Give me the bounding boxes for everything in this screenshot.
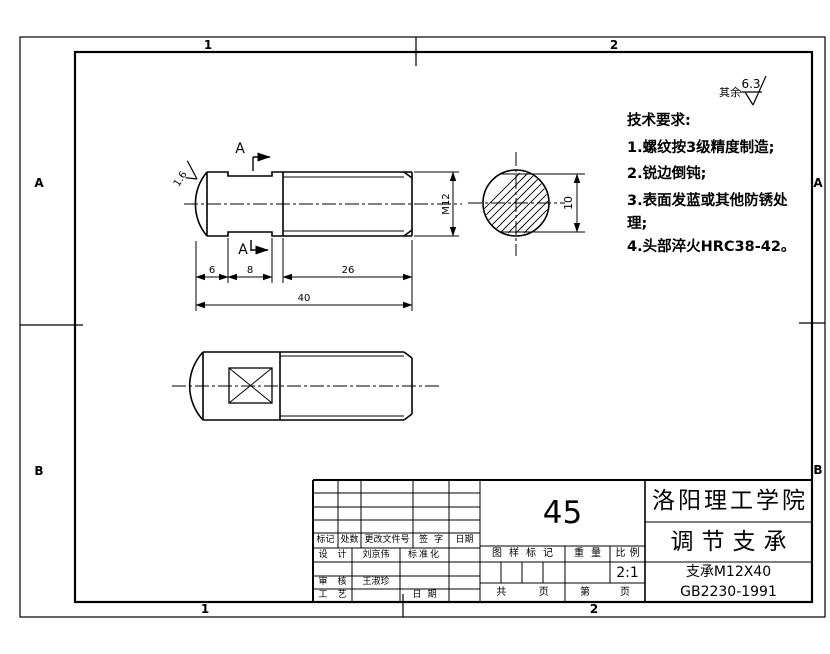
title-block-page-number: 第 页 — [565, 583, 645, 602]
tech-requirement-line: 1.螺纹按3级精度制造; — [627, 139, 775, 156]
title-block-col-sign: 签字 — [419, 535, 450, 545]
page-number-label-a: 第 — [580, 586, 590, 598]
tech-requirements-title: 技术要求: — [627, 112, 691, 129]
inner-border — [73, 50, 814, 604]
section-arrows — [250, 152, 271, 255]
title-block-scale-header: 比例 — [615, 548, 644, 559]
title-block-row-std: 标准化 — [407, 549, 441, 560]
dim-10: 10 — [562, 196, 575, 210]
title-block-row-process: 工艺 — [318, 590, 357, 600]
dim-40: 40 — [298, 293, 311, 304]
zone-bottom-1: 1 — [200, 601, 210, 616]
roughness-1-6-value: 1.6 — [172, 170, 190, 189]
title-block-company: 洛阳理工学院 — [652, 487, 808, 514]
dim-6: 6 — [209, 265, 215, 276]
front-view-outline — [194, 171, 413, 237]
title-block-material: 45 — [542, 494, 583, 531]
bottom-view-outline — [188, 351, 413, 421]
title-block-total-pages: 共 页 — [480, 583, 565, 602]
title-block-col-doc: 更改文件号 — [364, 535, 410, 545]
outer-border — [19, 36, 826, 618]
title-block-grid — [312, 479, 812, 602]
general-roughness-value: 6.3 — [741, 76, 761, 91]
general-roughness-symbol — [740, 75, 767, 106]
title-block-designer: 刘京伟 — [362, 549, 390, 560]
title-block-row-date: 日期 — [412, 590, 443, 600]
title-block-mark-header: 图样标记 — [492, 548, 560, 559]
general-roughness-prefix: 其余 — [719, 86, 741, 99]
title-block-col-count: 处数 — [340, 535, 359, 545]
zone-right-a: A — [813, 176, 823, 190]
page-number-label-b: 页 — [620, 586, 630, 598]
section-label-bottom: A — [238, 242, 248, 258]
zone-top-1: 1 — [203, 37, 213, 52]
title-block-part-name: 调节支承 — [670, 528, 795, 555]
zone-left-a: A — [34, 176, 44, 190]
title-block-row-design: 设计 — [318, 549, 357, 560]
front-dim-lines — [195, 171, 457, 309]
zone-right-b: B — [813, 463, 823, 477]
section-label-top: A — [235, 141, 245, 157]
title-block-row-check: 审核 — [318, 577, 357, 587]
zone-left-b: B — [34, 464, 44, 478]
tech-requirement-line: 3.表面发蓝或其他防锈处 — [627, 192, 788, 209]
tech-requirement-line: 4.头部淬火HRC38-42。 — [627, 238, 796, 255]
title-block-weight-header: 重量 — [574, 548, 608, 559]
front-dim-extension-lines — [195, 171, 459, 311]
dim-8: 8 — [247, 265, 253, 276]
section-centerlines — [468, 152, 565, 256]
title-block-spec: 支承M12X40 — [685, 564, 772, 580]
dim-m12: M12 — [441, 193, 452, 214]
tech-requirement-line: 2.锐边倒钝; — [627, 165, 707, 182]
total-pages-label-a: 共 — [496, 586, 507, 598]
title-block-col-date: 日期 — [455, 535, 474, 545]
zone-dividers — [20, 37, 825, 617]
title-block-standard: GB2230-1991 — [680, 584, 777, 600]
dim-26: 26 — [342, 265, 355, 276]
zone-top-2: 2 — [609, 37, 619, 52]
title-block-col-mark: 标记 — [316, 535, 335, 545]
total-pages-label-b: 页 — [538, 586, 549, 598]
title-block-checker: 王淑珍 — [362, 577, 390, 587]
zone-bottom-2: 2 — [589, 601, 599, 616]
title-block-scale-value: 2:1 — [616, 564, 639, 581]
tech-requirement-line: 理; — [627, 215, 648, 232]
